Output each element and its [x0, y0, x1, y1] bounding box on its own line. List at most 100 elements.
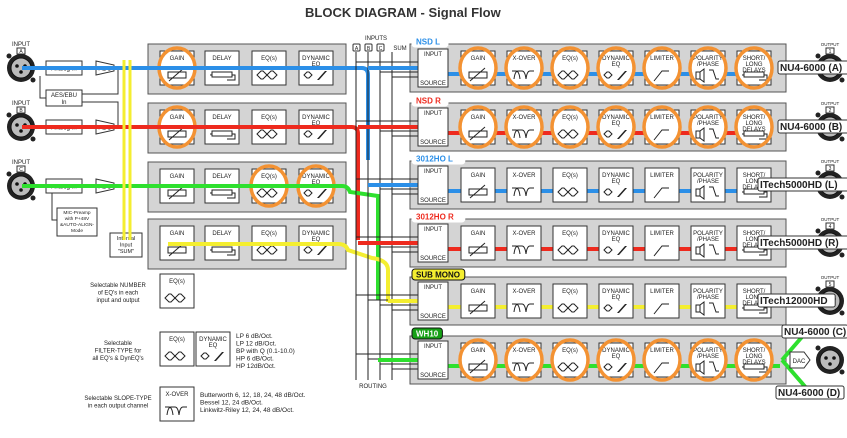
speaker-name: ITech12000HD: [760, 296, 828, 307]
output-number: 2: [829, 108, 832, 114]
output-block-gain: GAIN: [460, 109, 496, 145]
speaker-icon: [695, 246, 701, 255]
output-block-limiter: LIMITER: [644, 50, 680, 86]
block-frame: [195, 331, 231, 367]
legend-note: Bessel 12, 24 dB/Oct.: [200, 400, 263, 407]
block-label: DYNAMIC: [602, 289, 630, 295]
block-label: X-OVER: [512, 173, 536, 179]
legend-block: X-OVER: [159, 386, 195, 422]
dyn-eq-icon: [200, 352, 210, 360]
limiter-icon: [653, 187, 669, 199]
block-label: SHORT/: [743, 348, 766, 354]
delay-arrow-icon: [210, 74, 236, 81]
block-label: EQ(s): [562, 231, 578, 237]
block-label: X-OVER: [512, 56, 536, 62]
block-label: DYNAMIC: [602, 231, 630, 237]
legend-caption: all EQ's & DynEQ's: [92, 356, 143, 362]
speaker-badge: [781, 324, 847, 339]
source-label: SOURCE: [420, 198, 446, 204]
speaker-name: ITech5000HD (R): [760, 238, 839, 249]
speaker-name: NU4-6000 (C): [784, 327, 846, 338]
legend-note: HP 6 dB/Oct.: [236, 356, 274, 363]
block-label: EQ: [612, 121, 621, 127]
block-label: GAIN: [170, 56, 185, 62]
eq-icon: [256, 188, 278, 198]
gain-icon: [468, 71, 488, 79]
speaker-name: NU4-6000 (B): [780, 122, 842, 133]
block-label: EQ(s): [169, 337, 185, 343]
block-label: DELAYS: [742, 127, 765, 133]
phase-icon: [709, 186, 719, 197]
block-label: EQ: [312, 121, 321, 127]
block-label: LONG: [745, 237, 762, 243]
output-name: SUB MONO: [416, 271, 460, 280]
dyn-eq-icon: [603, 188, 613, 196]
block-label: GAIN: [170, 231, 185, 237]
source-frame: [417, 165, 449, 205]
eq-icon: [557, 362, 579, 372]
output-label: OUTPUT: [821, 275, 840, 280]
block-label: GAIN: [471, 231, 486, 237]
block-label: DYNAMIC: [602, 115, 630, 121]
block-label: POLARITY: [693, 115, 723, 121]
limiter-icon: [653, 303, 669, 315]
delay-arrow-icon: [742, 307, 768, 314]
delay-arrow-icon: [742, 249, 768, 256]
limiter-icon: [653, 70, 669, 82]
output-name-badge: [411, 94, 449, 107]
aes-wire: [39, 68, 119, 127]
block-frame: [460, 225, 496, 261]
block-label: LONG: [745, 295, 762, 301]
dyn-eq-icon: [603, 71, 613, 79]
xlr-screw: [30, 136, 36, 142]
block-label: SHORT/: [743, 115, 766, 121]
block-label: X-OVER: [165, 392, 189, 398]
block-label: EQ: [312, 62, 321, 68]
legend-caption: Selectable: [104, 341, 133, 347]
highlight-ring: [458, 46, 498, 90]
gain-arrow-icon: [469, 359, 486, 374]
highlight-ring: [642, 105, 682, 149]
block-label: EQ: [612, 295, 621, 301]
xlr-screw: [815, 112, 821, 118]
block-frame: [159, 273, 195, 309]
output-block-polarity-phase: POLARITY/PHASE: [690, 342, 726, 378]
block-label: EQ(s): [261, 231, 277, 237]
legend-caption: input and output: [96, 298, 139, 304]
input-label: INPUT: [12, 160, 30, 166]
block-label: GAIN: [170, 174, 185, 180]
speaker-cone-icon: [699, 185, 705, 200]
dyn-eq-icon: [303, 130, 313, 138]
gain-icon: [468, 130, 488, 138]
output-block-gain: GAIN: [460, 167, 496, 203]
block-label: EQ: [612, 62, 621, 68]
delay-arrow-icon: [210, 192, 236, 199]
block-frame: [644, 225, 680, 261]
gain-arrow-icon: [469, 300, 486, 315]
crossover-icon: [512, 187, 534, 197]
output-label: OUTPUT: [821, 159, 840, 164]
block-label: LONG: [745, 62, 762, 68]
highlight-ring: [642, 46, 682, 90]
highlight-ring: [734, 105, 774, 149]
speaker-icon: [695, 363, 701, 372]
output-block-polarity-phase: POLARITY/PHASE: [690, 283, 726, 319]
block-label: DELAYS: [742, 243, 765, 249]
source-label: SOURCE: [420, 314, 446, 320]
block-label: SHORT/: [743, 173, 766, 179]
speaker-cone-icon: [699, 243, 705, 258]
highlight-ring: [504, 46, 544, 90]
output-block-gain: GAIN: [460, 283, 496, 319]
speaker-icon: [695, 71, 701, 80]
